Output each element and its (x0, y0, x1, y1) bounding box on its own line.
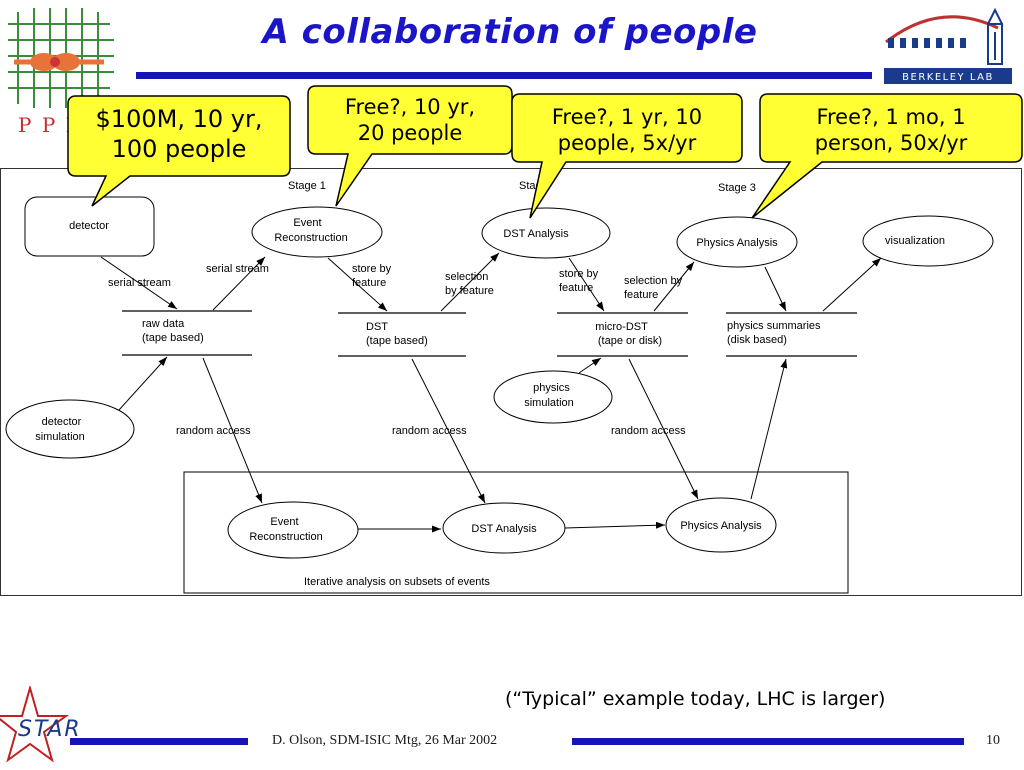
edge-iter-physics-to-summaries (750, 358, 788, 500)
stage-1-label: Stage 1 (288, 180, 326, 192)
callout-2-text: Free?, 10 yr, 20 people (310, 94, 510, 147)
edge-dst-to-iter-dst-analysis (411, 358, 486, 504)
callout-4-line1: Free?, 1 mo, 1 (816, 105, 966, 129)
callout-4-line2: person, 50x/yr (814, 131, 968, 156)
callouts-layer (67, 85, 1023, 219)
edge-raw-to-iter-event-reco (202, 357, 263, 504)
edge-dst-analysis-to-micro (568, 257, 605, 312)
edge-physics-analysis-to-summaries (764, 266, 787, 312)
edge-raw-to-event-reco (212, 256, 266, 311)
visualization-label: visualization (885, 235, 945, 247)
detector-simulation-node (5, 399, 135, 459)
callout-1-line1: $100M, 10 yr, (95, 105, 263, 133)
footer-text: D. Olson, SDM-ISIC Mtg, 26 Mar 2002 (272, 733, 498, 748)
slide-title: A collaboration of people (262, 12, 758, 52)
footer-rule-left (70, 738, 248, 745)
workflow-diagram: Stage 1 Stag Stage 3 detector Event Reco… (0, 168, 1022, 596)
edge-micro-to-physics-analysis (653, 261, 695, 312)
ppi-logo: P P I (4, 4, 122, 137)
micro-dst-store-label: micro-DST (tape or disk) (595, 321, 662, 347)
event-reconstruction-label: Event Reconstruction (274, 217, 347, 244)
edge-physics-sim-to-micro (578, 357, 602, 374)
iterative-analysis-box (183, 471, 849, 594)
stage-3-label: Stage 3 (718, 182, 756, 194)
callout-2-line1: Free?, 10 yr, (344, 95, 476, 119)
edge-label-random-access-3: random access (611, 425, 686, 437)
callout-1-line2: 100 people (111, 135, 247, 163)
physics-simulation-label: physics simulation (524, 382, 574, 409)
callout-3-balloon (511, 93, 743, 219)
star-logo-text: STAR (18, 717, 82, 742)
edge-label-serial-stream-1: serial stream (108, 277, 171, 289)
callout-1-balloon (67, 95, 291, 207)
detector-node-label: detector (69, 220, 109, 232)
iterative-analysis-caption: Iterative analysis on subsets of events (304, 576, 490, 588)
callout-2-balloon (307, 85, 513, 207)
page-number: 10 (986, 733, 1000, 748)
event-reconstruction-node (251, 206, 383, 258)
callout-4-text: Free?, 1 mo, 1 person, 50x/yr (762, 104, 1020, 157)
raw-data-store-label: raw data (tape based) (142, 318, 204, 344)
workflow-diagram-svg: Stage 1 Stag Stage 3 detector Event Reco… (5, 180, 994, 594)
physics-analysis-label: Physics Analysis (696, 237, 778, 249)
iter-dst-analysis-label: DST Analysis (471, 523, 537, 535)
iter-event-reconstruction-node (227, 501, 359, 559)
edge-iter-dst-to-iter-physics (564, 521, 666, 529)
physics-summaries-store-label: physics summaries (disk based) (727, 320, 824, 346)
edge-micro-to-iter-physics-analysis (628, 358, 699, 500)
detector-simulation-label: detector simulation (35, 416, 85, 443)
edge-label-random-access-1: random access (176, 425, 251, 437)
title-divider (136, 72, 872, 79)
callout-3-line1: Free?, 1 yr, 10 (551, 105, 703, 129)
dst-analysis-label: DST Analysis (503, 228, 569, 240)
ppi-logo-text: P P I (18, 113, 76, 136)
edge-label-selection-by-feature-2: selection by feature (624, 275, 685, 301)
star-logo: STAR (0, 684, 112, 766)
edge-label-serial-stream-2: serial stream (206, 263, 269, 275)
callout-3-line2: people, 5x/yr (557, 131, 697, 156)
edge-label-selection-by-feature-1: selection by feature (445, 271, 494, 297)
iter-physics-analysis-label: Physics Analysis (680, 520, 762, 532)
edge-dst-to-dst-analysis (440, 252, 500, 312)
edge-summaries-to-visualization (822, 257, 882, 312)
callout-1-text: $100M, 10 yr, 100 people (70, 104, 288, 164)
edge-label-store-by-feature-1: store by feature (352, 263, 394, 289)
berkeley-lab-logo: BERKELEY LAB (880, 4, 1020, 86)
edge-label-store-by-feature-2: store by feature (559, 268, 601, 294)
slide-note: (“Typical” example today, LHC is larger) (505, 688, 886, 710)
callout-4-balloon (751, 93, 1023, 219)
micro-dst-store (557, 312, 688, 357)
physics-analysis-node (676, 216, 798, 268)
visualization-node (862, 215, 994, 267)
dst-analysis-node (481, 207, 611, 259)
dst-store (338, 312, 466, 357)
raw-data-store (122, 310, 252, 356)
callout-2-line2: 20 people (357, 121, 463, 146)
edge-label-random-access-2: random access (392, 425, 467, 437)
dst-store-label: DST (tape based) (366, 321, 428, 347)
footer-rule-right (572, 738, 964, 745)
edge-detector-sim-to-raw (118, 356, 168, 411)
physics-summaries-store (726, 312, 857, 357)
iter-event-reconstruction-label: Event Reconstruction (249, 516, 322, 543)
berkeley-lab-text: BERKELEY LAB (902, 72, 994, 83)
physics-simulation-node (493, 370, 613, 424)
iter-physics-analysis-node (665, 497, 777, 553)
callout-3-text: Free?, 1 yr, 10 people, 5x/yr (514, 104, 740, 157)
edge-detector-to-raw (100, 256, 178, 310)
detector-node (24, 196, 155, 257)
edge-event-reco-to-dst (327, 257, 388, 312)
